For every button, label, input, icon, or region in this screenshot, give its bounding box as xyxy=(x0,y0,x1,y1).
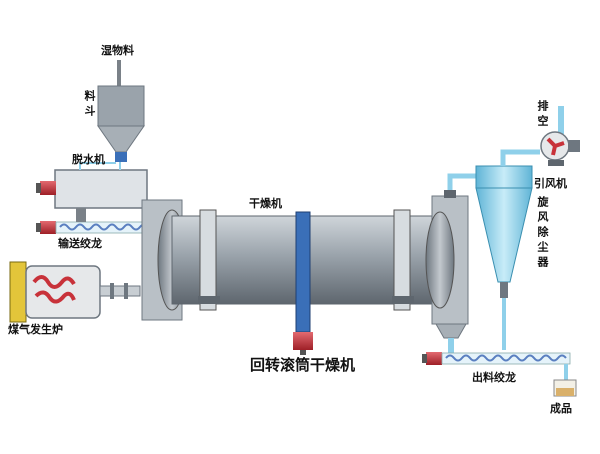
discharge-screw xyxy=(422,352,571,380)
dehydrator-label: 脱水机 xyxy=(72,153,105,166)
dryer-label: 干燥机 xyxy=(249,197,282,210)
dehydrator xyxy=(36,162,148,209)
dehydrator-motor xyxy=(40,181,56,195)
hopper xyxy=(97,60,145,162)
coal-gas-furnace xyxy=(9,261,141,323)
cyclone-dust-collector xyxy=(444,149,540,350)
product-bin xyxy=(553,379,577,397)
conveyor-motor xyxy=(40,221,56,234)
diagram-title: 回转滚筒干燥机 xyxy=(250,356,356,374)
drive-motor xyxy=(293,332,313,350)
induced-draft-fan xyxy=(540,106,580,166)
coal-gas-furnace-label: 煤气发生炉 xyxy=(8,323,63,336)
wet-material-label: 湿物料 xyxy=(101,44,134,57)
product-label: 成品 xyxy=(550,402,572,415)
discharge-motor xyxy=(426,352,442,365)
induced-fan-label: 引风机 xyxy=(534,177,567,190)
rotary-drum xyxy=(141,195,469,355)
hopper-label: 料斗 xyxy=(83,90,96,120)
conveyor-screw xyxy=(36,208,149,234)
conveyor-screw-label: 输送绞龙 xyxy=(58,237,102,250)
cyclone-label: 旋风除尘器 xyxy=(536,196,549,271)
exhaust-label: 排空 xyxy=(536,100,549,130)
discharge-screw-label: 出料绞龙 xyxy=(472,371,516,384)
